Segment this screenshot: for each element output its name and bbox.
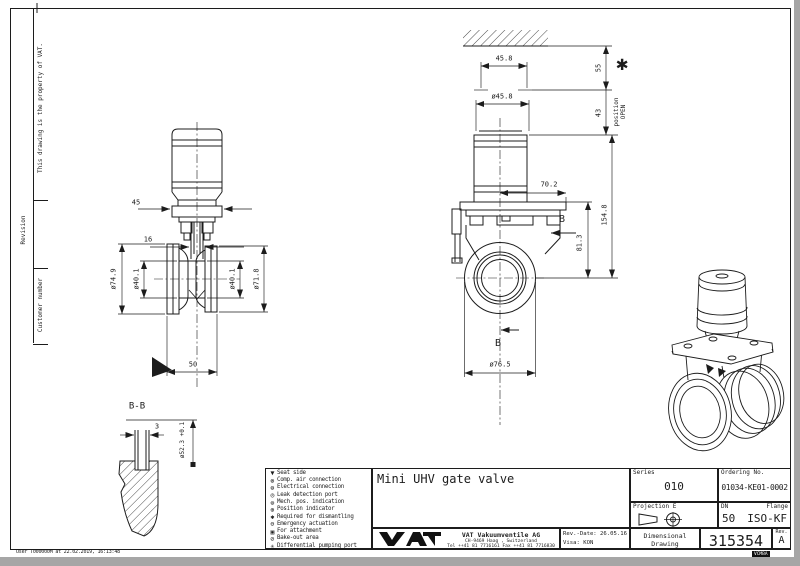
ordering-value: 01034-KE01-0002 [721,482,788,492]
rev-value: A [778,535,785,546]
dismantling-icon: ✱ [270,513,275,522]
legend-item: ⊘Bake-out area [268,536,371,543]
legend-item: ▣For attachment [268,528,371,535]
legend-item: ✱Required for dismantling [268,514,371,521]
dn-value: 50 [722,512,736,525]
company-address: CH-9469 Haag , Switzerland [465,539,537,544]
drawing-title-box: Mini UHV gate valve [372,468,630,528]
revdate-box: Rev.-Date: 26.05.16 Visa: KON [560,528,630,549]
drawing-border [10,8,791,550]
series-box: Series 010 [630,468,718,502]
property-note: This drawing is the property of VAT. [37,42,44,174]
plot-footer-note: User T000000M at 22.02.2019, 16:13:48 [16,549,120,555]
flange-value: ISO-KF [747,512,787,525]
dismantling-star-icon: ✱ [615,51,629,75]
company-box: VAT Vakuumventile AG CH-9469 Haag , Swit… [372,528,560,549]
dim-d458-label: ø45.8 [490,92,514,101]
dim-d401-right-label: ø40.1 [228,267,237,291]
dim-d401-left-label: ø40.1 [132,267,141,291]
doc-type-line1: Dimensional [643,532,687,540]
doc-number: 315354 [708,532,764,550]
dn-flange-box: DN Flange 50 ISO-KF [718,502,791,528]
company-name: VAT Vakuumventile AG [461,531,541,539]
revision-label: Revision [20,215,27,245]
doc-type-line2: Drawing [651,540,679,548]
rev-label: Rev. [775,529,788,535]
legend-item: ▼Seat side [268,470,371,477]
section-bb-title: B-B [128,401,146,412]
dim-d765-label: ø76.5 [488,360,512,369]
legend-item: ⊕Position indicator [268,506,371,513]
isometric-view [668,269,785,452]
dim-55-label: 55 [594,62,603,74]
symbol-legend: ▼Seat side ⊗Comp. air connection ⊜Electr… [265,468,372,549]
attachment-icon: ▣ [270,527,275,536]
rev-date: Rev.-Date: 26.05.16 [563,531,627,537]
dim-43-label: 43 [594,107,603,119]
margin-strip: This drawing is the property of VAT. Rev… [10,8,48,549]
dim-50-label: 50 [187,360,199,369]
seat-side-icon: ▼ [270,469,275,478]
dim-702-label: 70.2 [539,180,559,189]
projection-symbol-icon [638,512,682,527]
legend-item: ✳Differential pumping port [268,543,371,550]
position-open-label: position OPEN [613,97,627,127]
projection-label: Projection E [633,503,677,510]
dim-45-label: 45 [130,198,142,207]
doc-number-box: 315354 [700,528,772,550]
vat-logo [379,532,441,546]
dim-813-label: 81.3 [575,233,584,253]
rev-box: Rev. A [772,528,791,549]
title-block: ▼Seat side ⊗Comp. air connection ⊜Electr… [265,468,791,550]
seat-side-marker [152,357,172,377]
projection-box: Projection E [630,502,718,528]
company-phone: Tel ++41 81 7716161 Fax ++41 81 7716830 [447,544,555,549]
legend-item: ⊚Mech. pos. indication [268,499,371,506]
dn-label: DN [721,503,729,510]
flange-label: Flange [766,503,788,510]
visa: Visa: KON [563,540,594,546]
series-value: 010 [664,479,684,493]
customer-number-label: Customer number [37,277,44,333]
comp-air-icon: ⊗ [270,476,275,485]
diff-pumping-icon: ✳ [270,542,275,551]
section-bb-view [118,419,197,537]
drawing-title: Mini UHV gate valve [377,472,515,486]
front-view [118,122,268,388]
legend-item: ⊜Electrical connection [268,485,371,492]
ordering-box: Ordering No. 01034-KE01-0002 [718,468,791,502]
section-b-top-label: B [558,214,566,225]
electrical-icon: ⊜ [270,483,275,492]
legend-item: ◎Leak detection port [268,492,371,499]
legend-item: ⊗Comp. air connection [268,477,371,484]
side-view [451,30,618,425]
position-indicator-icon: ⊕ [270,505,275,514]
corner-code: VCMBA [752,551,770,558]
dim-458-label: 45.8 [494,54,514,63]
bake-out-icon: ⊘ [270,535,275,544]
dim-d749-label: ø74.9 [109,267,118,291]
emergency-icon: ⊖ [270,520,275,529]
dim-1548-label: 154.8 [600,203,609,227]
series-label: Series [633,469,655,476]
section-b-bottom-label: B [494,338,502,349]
leak-detection-icon: ◎ [270,491,275,500]
dim-3-label: 3 [154,422,160,431]
legend-item: ⊖Emergency actuation [268,521,371,528]
dim-d523-label: ø52.3 +0.1 [179,421,186,459]
dim-d718-label: ø71.8 [252,267,261,291]
mech-pos-icon: ⊚ [270,498,275,507]
doc-type-box: Dimensional Drawing [630,528,700,549]
ordering-label: Ordering No. [721,469,765,476]
dim-16-label: 16 [142,235,154,244]
